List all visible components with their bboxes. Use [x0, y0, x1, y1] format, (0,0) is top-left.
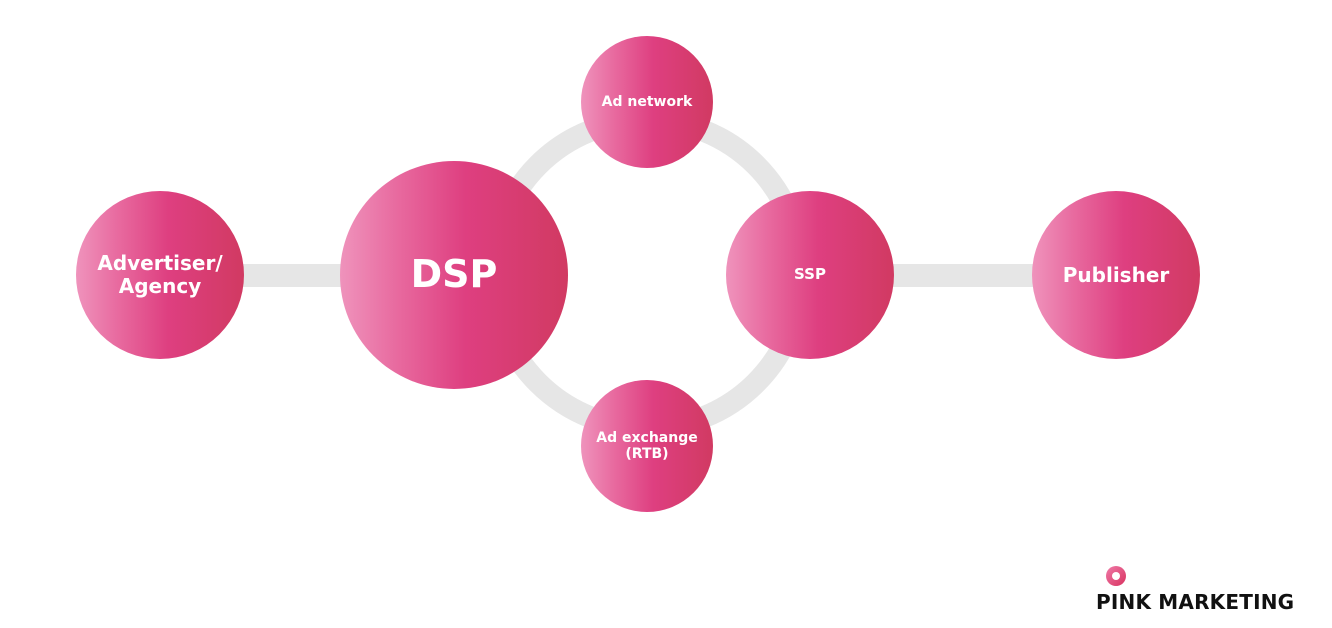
node-advertiser-agency: Advertiser/ Agency	[76, 191, 244, 359]
node-publisher: Publisher	[1032, 191, 1200, 359]
connector-advertiser-dsp	[230, 264, 360, 287]
node-ad-exchange: Ad exchange (RTB)	[581, 380, 713, 512]
node-label-line1: Advertiser/	[97, 251, 223, 275]
brand-logo: PINK MARKETING	[1096, 562, 1316, 618]
connector-ssp-publisher	[880, 264, 1050, 287]
node-label: Publisher	[1062, 262, 1170, 287]
pink-ring-icon	[1106, 566, 1126, 586]
node-ad-network: Ad network	[581, 36, 713, 168]
node-dsp: DSP	[340, 161, 568, 389]
node-ssp: SSP	[726, 191, 894, 359]
node-label: Ad network	[601, 93, 693, 110]
node-label-line2: (RTB)	[625, 446, 669, 462]
brand-name: PINK MARKETING	[1096, 590, 1295, 614]
node-label-line2: Agency	[118, 274, 202, 298]
node-label: SSP	[794, 265, 826, 284]
node-label-line1: Ad exchange	[596, 429, 698, 446]
node-label: DSP	[410, 252, 498, 297]
